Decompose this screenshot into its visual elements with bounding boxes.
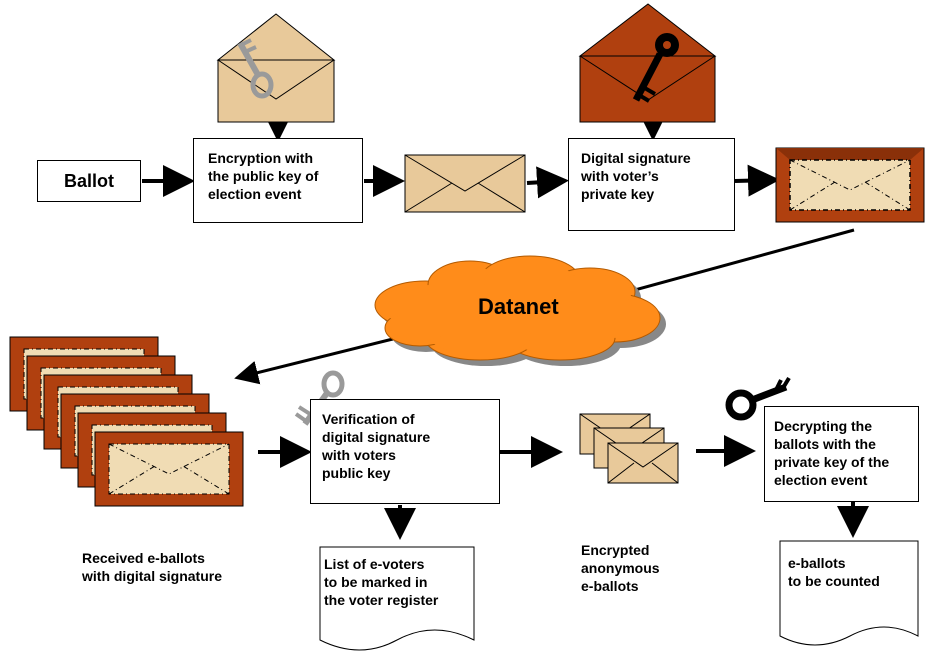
arrow-datanet-to-received — [234, 334, 406, 385]
private-key-envelope-icon — [578, 3, 717, 123]
received-ballots-stack-icon — [9, 336, 244, 507]
decryption-key-icon — [725, 376, 791, 421]
signature-label: Digital signature with voter’s private k… — [581, 150, 691, 202]
signed-envelope-icon — [775, 147, 925, 223]
ballot-box: Ballot — [37, 160, 141, 202]
voter-list-document-shape — [319, 546, 475, 651]
black-key-icon — [632, 33, 679, 103]
anonymous-ballots-icon — [579, 413, 679, 484]
public-key-envelope-icon — [216, 13, 336, 123]
received-caption: Received e-ballots with digital signatur… — [82, 550, 223, 584]
encrypted-anonymous-caption: Encrypted anonymous e-ballots — [581, 542, 660, 594]
arrow-signature-to-signed-envelope — [734, 164, 780, 197]
line-to-datanet — [623, 228, 855, 295]
datanet-label: Datanet — [478, 294, 559, 319]
signature-box: Digital signature with voter’s private k… — [568, 138, 735, 231]
encryption-box: Encryption with the public key of electi… — [193, 138, 363, 223]
to-count-label: e-ballots to be counted — [788, 555, 880, 589]
voter-list-label: List of e-voters to be marked in the vot… — [324, 556, 439, 608]
received-envelope — [94, 431, 244, 507]
ballot-label: Ballot — [63, 171, 114, 191]
arrow-envelope-to-signature — [526, 166, 569, 199]
verification-label: Verification of digital signature with v… — [322, 411, 431, 481]
count-document-shape — [779, 540, 919, 646]
decrypting-box: Decrypting the ballots with the private … — [764, 406, 919, 502]
gray-key-icon — [237, 38, 274, 99]
encryption-label: Encryption with the public key of electi… — [208, 150, 319, 202]
encrypted-envelope-icon — [404, 154, 526, 213]
decrypting-label: Decrypting the ballots with the private … — [774, 418, 890, 488]
datanet-cloud-icon — [374, 255, 666, 366]
verification-box: Verification of digital signature with v… — [310, 399, 500, 504]
